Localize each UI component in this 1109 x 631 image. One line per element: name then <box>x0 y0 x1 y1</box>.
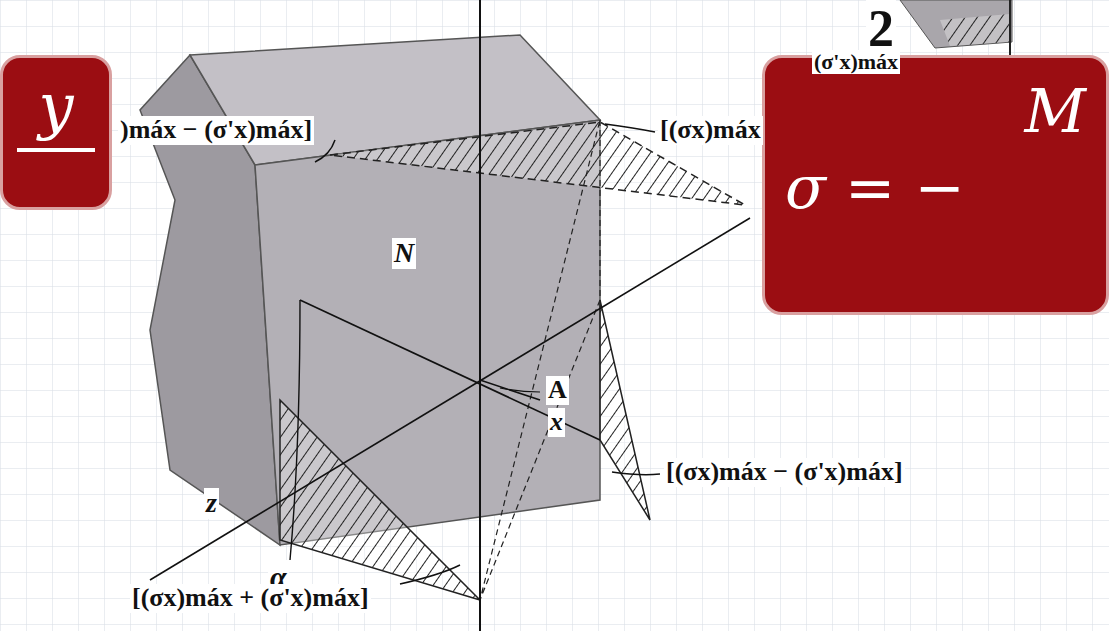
fraction-bar <box>17 148 95 152</box>
stress-label: [(σx)máx <box>658 116 763 145</box>
y-axis <box>479 0 481 631</box>
z-axis <box>150 218 750 580</box>
leader-line <box>612 472 660 475</box>
stress-wedge <box>600 300 650 520</box>
formula-text: y <box>17 72 95 140</box>
stress-label: [(σx)máx + (σ'x)máx] <box>130 584 371 613</box>
stress-wedge <box>940 14 1010 46</box>
formula-box: Mσ = − <box>762 55 1109 315</box>
angle-arc <box>290 300 300 560</box>
x-axis <box>480 380 540 400</box>
axis-label: z <box>204 488 219 519</box>
leader-line <box>605 124 655 132</box>
formula-box: y <box>0 55 112 210</box>
formula-text: M <box>785 78 1086 144</box>
axis-label: x <box>548 408 565 437</box>
stress-label: [(σx)máx − (σ'x)máx] <box>664 458 905 487</box>
beam-fragment <box>900 0 1012 48</box>
neutral-axis <box>300 300 600 440</box>
leader-line <box>400 565 460 584</box>
figure-number: 2 <box>866 0 896 57</box>
leader-line <box>315 140 335 162</box>
leader-line <box>500 388 540 392</box>
formula-text: σ = − <box>785 154 1086 220</box>
stress-label: )máx − (σ'x)máx] <box>118 116 314 145</box>
axis-label: N <box>392 238 416 269</box>
stress-wedge <box>280 400 480 600</box>
stress-line <box>480 120 600 600</box>
stress-label: (σ'x)máx <box>812 50 900 74</box>
point-label: A <box>546 376 569 405</box>
